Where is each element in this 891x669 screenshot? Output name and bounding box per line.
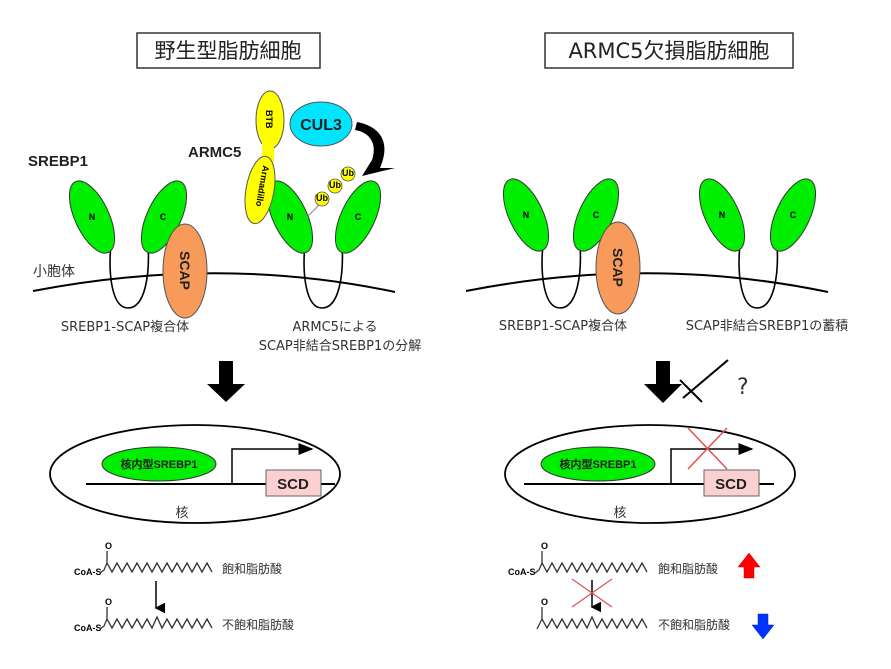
unsaturated-fa-label: 不飽和脂肪酸 <box>658 617 730 632</box>
transcription-arrow <box>231 443 314 484</box>
down-arrow <box>207 361 245 402</box>
scd-gene-box <box>265 469 322 497</box>
srebp1-transmembrane-loop <box>541 243 582 309</box>
ubiquitination-arrow <box>355 122 395 176</box>
knockout-nucleus: 核内型SREBP1 SCD 核 <box>504 424 796 524</box>
scap-label: SCAP <box>177 251 193 290</box>
scd-gene-label: SCD <box>277 476 309 493</box>
n-terminal-label: N <box>89 212 96 222</box>
oxygen-label: O <box>541 541 548 551</box>
ubiquitin <box>327 178 343 194</box>
srebp1-scap-complex: N C SCAP <box>502 178 641 315</box>
scap-protein <box>162 223 208 319</box>
srebp1-n-domain <box>698 178 746 252</box>
er-membrane <box>32 272 396 293</box>
caption-complex: SREBP1-SCAP複合体 <box>61 319 189 335</box>
armc5-armadillo-domain <box>244 155 276 225</box>
scd-gene-box <box>703 469 760 497</box>
inhibition-line <box>682 359 729 399</box>
knockout-title-box: ARMC5欠損脂肪細胞 <box>544 32 794 69</box>
decrease-arrow-icon <box>751 613 775 640</box>
oxygen-label: O <box>105 597 112 607</box>
svg-text:Ub: Ub <box>316 193 328 203</box>
n-terminal-label: N <box>523 210 530 220</box>
srebp1-c-domain <box>334 180 382 254</box>
c-terminal-label: C <box>160 212 167 222</box>
srebp1-scap-complex: N C SCAP <box>68 180 208 319</box>
down-arrow <box>644 361 682 403</box>
saturated-fatty-acid-chain <box>534 551 648 574</box>
scd-gene-label: SCD <box>715 476 747 493</box>
srebp1-label: SREBP1 <box>28 153 88 170</box>
coa-label: CoA-S <box>74 567 102 577</box>
oxygen-label: O <box>541 597 548 607</box>
ubiquitin <box>340 166 356 182</box>
unsaturated-fatty-acid-chain <box>99 607 213 630</box>
transcription-arrow <box>670 443 754 484</box>
srebp1-transmembrane-loop <box>303 243 344 309</box>
wildtype-panel: 野生型脂肪細胞 SREBP1 ARMC5 小胞体 N C SCAP N C <box>28 32 422 633</box>
c-terminal-label: C <box>790 210 797 220</box>
wildtype-title-box: 野生型脂肪細胞 <box>136 32 321 69</box>
armc5-label: ARMC5 <box>188 144 241 161</box>
saturated-fa-label: 飽和脂肪酸 <box>658 561 718 576</box>
c-terminal-label: C <box>355 212 362 222</box>
srebp1-c-domain <box>572 178 620 252</box>
srebp1-c-domain <box>140 180 188 254</box>
oxygen-label: O <box>105 541 112 551</box>
srebp1-n-domain <box>68 180 116 254</box>
cul3-label: CUL3 <box>300 117 342 134</box>
nuclear-srebp1 <box>540 446 656 482</box>
wildtype-fatty-acids: CoA-S O 飽和脂肪酸 CoA-S O 不飽和脂肪酸 <box>74 541 294 633</box>
er-label: 小胞体 <box>33 264 75 280</box>
question-mark: ? <box>737 375 749 400</box>
n-terminal-label: N <box>719 210 726 220</box>
knockout-title: ARMC5欠損脂肪細胞 <box>568 39 769 63</box>
unsaturated-fatty-acid-chain <box>536 607 648 630</box>
knockout-fatty-acids: CoA-S O 飽和脂肪酸 O 不飽和脂肪酸 <box>508 541 775 640</box>
er-membrane <box>465 272 829 293</box>
ubiquitin <box>314 191 330 207</box>
coa-label: CoA-S <box>508 567 536 577</box>
unsaturated-fa-label: 不飽和脂肪酸 <box>222 617 294 632</box>
svg-text:Ub: Ub <box>342 168 354 178</box>
caption-degradation-line2: SCAP非結合SREBP1の分解 <box>259 339 422 354</box>
btb-label: BTB <box>264 110 274 129</box>
wildtype-title: 野生型脂肪細胞 <box>155 39 302 63</box>
saturated-fatty-acid-chain <box>99 551 213 574</box>
cul3-protein <box>289 101 353 147</box>
n-terminal-label: N <box>287 212 294 222</box>
srebp1-transmembrane-loop <box>109 243 150 309</box>
nuclear-srebp1 <box>101 446 217 482</box>
nucleus-label: 核 <box>175 506 188 521</box>
inhibition-bar <box>679 379 703 403</box>
srebp1-transmembrane-loop <box>738 243 779 309</box>
caption-complex: SREBP1-SCAP複合体 <box>499 318 627 334</box>
nuclear-srebp1-label: 核内型SREBP1 <box>559 457 636 471</box>
blocked-cross-line <box>687 427 728 470</box>
scap-protein <box>595 221 641 315</box>
nuclear-srebp1-label: 核内型SREBP1 <box>120 457 197 471</box>
caption-accumulation: SCAP非結合SREBP1の蓄積 <box>686 319 849 334</box>
caption-degradation-line1: ARMC5による <box>292 320 377 335</box>
scap-label: SCAP <box>610 248 626 287</box>
wildtype-nucleus: 核内型SREBP1 SCD 核 <box>49 424 341 524</box>
coa-label: CoA-S <box>74 623 102 633</box>
increase-arrow-icon <box>737 552 761 579</box>
armc5-cul3-complex: BTB Armadillo CUL3 Ub Ub Ub <box>244 90 395 225</box>
knockout-panel: ARMC5欠損脂肪細胞 N C SCAP N C SREBP1-SCAP複合体 … <box>465 32 849 640</box>
saturated-fa-label: 飽和脂肪酸 <box>222 561 282 576</box>
c-terminal-label: C <box>593 210 600 220</box>
svg-text:Ub: Ub <box>329 180 341 190</box>
blocked-cross-line <box>571 578 613 608</box>
srebp1-c-domain <box>769 178 817 252</box>
srebp1-n-domain <box>502 178 550 252</box>
inhibition-question: ? <box>679 359 749 403</box>
nucleus-label: 核 <box>613 506 626 521</box>
unbound-srebp1: N C <box>266 180 382 309</box>
unbound-srebp1: N C <box>698 178 817 309</box>
